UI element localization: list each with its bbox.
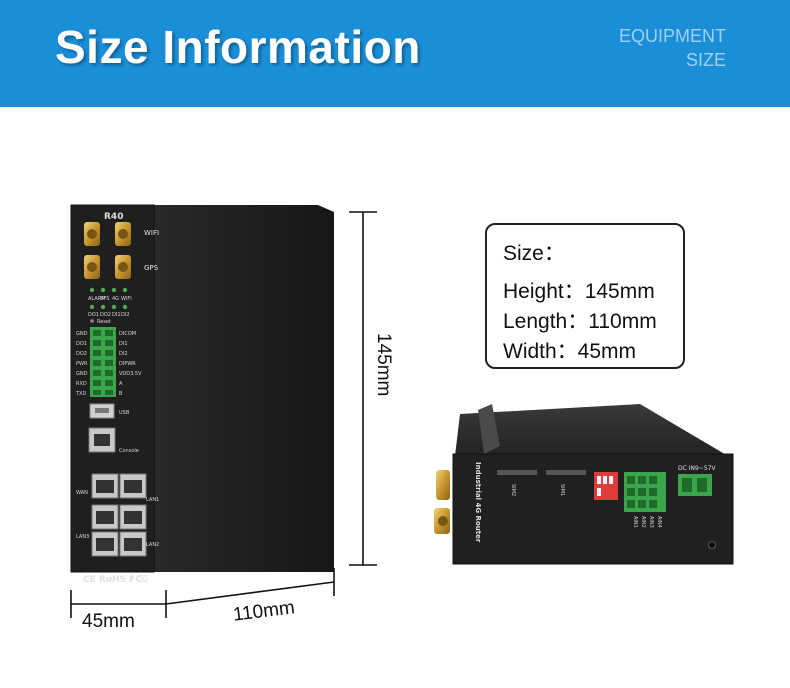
sim2-label: SIM2	[510, 484, 516, 496]
reset-label: Reset	[97, 319, 111, 325]
terminal-left-label-5: GND	[76, 371, 88, 377]
terminal-left-label-6: RXD	[76, 381, 87, 387]
certification-marks: CE RoHS FC	[83, 575, 142, 585]
sim1-slot	[546, 470, 586, 475]
subtitle-line-1: EQUIPMENT	[618, 26, 726, 46]
spec-length: Length：110mm	[503, 310, 657, 333]
led-label-do1: DO1	[88, 312, 99, 318]
model-label: R40	[104, 212, 123, 222]
terminal-right-label-6: A	[119, 381, 123, 387]
terminal-left-label-2: DO1	[76, 341, 87, 347]
terminal-right-label-3: DI2	[119, 351, 128, 357]
usb-label: USB	[119, 410, 130, 416]
terminal-right-label-1: DICOM	[119, 331, 136, 337]
ain3-label: AIN3	[648, 516, 654, 528]
antenna-connector-1-center	[87, 229, 97, 239]
led-label-alarm: ALARM	[88, 296, 106, 302]
size-spec-box: Size： Height：145mm Length：110mm Width：45…	[485, 223, 685, 369]
led-label-4g: 4G	[112, 296, 119, 302]
ain2-label: AIN2	[640, 516, 646, 528]
header-subtitle: EQUIPMENT SIZE	[619, 24, 726, 72]
led-label-wifi: WIFI	[121, 296, 132, 302]
dc-input-label: DC IN9~57V	[678, 465, 716, 472]
reset-hole	[708, 541, 716, 549]
spec-width: Width：45mm	[503, 340, 637, 363]
antenna-connectors	[84, 222, 131, 279]
weee-icon: ⌧	[137, 575, 147, 585]
wan-label: WAN	[76, 490, 88, 496]
terminal-left-label-7: TXD	[75, 391, 86, 397]
reset-button	[90, 319, 94, 323]
header-banner: Size Information EQUIPMENT SIZE	[0, 0, 790, 107]
terminal-right-label-5: VDD3.5V	[119, 371, 142, 377]
subtitle-line-2: SIZE	[685, 50, 726, 70]
terminal-left-label-4: PWR	[76, 361, 88, 367]
led-label-di2: DI2	[121, 312, 130, 318]
console-label: Console	[119, 448, 139, 454]
spec-height: Height：145mm	[503, 280, 655, 303]
spec-heading: Size：	[503, 242, 565, 265]
ain1-label: AIN1	[632, 516, 638, 528]
lan2-label: LAN2	[146, 542, 159, 548]
terminal-right-label-2: DI1	[119, 341, 128, 347]
wifi-label: WIFI	[144, 229, 159, 237]
dimension-lines	[70, 211, 377, 618]
height-dimension-label: 145mm	[373, 333, 394, 397]
antenna-connector-4-center	[118, 262, 128, 272]
sim2-slot	[497, 470, 537, 475]
page-title: Size Information	[55, 21, 421, 73]
device-side-panel	[140, 205, 334, 572]
front-device: R40 WIFI GPS ALARM SYS 4G WIFI	[70, 204, 334, 585]
lan3-label: LAN3	[76, 534, 89, 540]
led-label-do2: DO2	[100, 312, 111, 318]
antenna-connector-2-center	[118, 229, 128, 239]
sim1-label: SIM1	[559, 484, 565, 496]
terminal-screws	[93, 330, 113, 395]
status-leds	[89, 287, 128, 310]
led-label-sys: SYS	[100, 296, 109, 302]
lan1-label: LAN1	[146, 497, 159, 503]
terminal-right-label-7: B	[119, 391, 123, 397]
side-device-name: Industrial 4G Router	[474, 462, 482, 543]
side-device: Industrial 4G Router SIM2 SIM1 AIN1 AIN2…	[434, 404, 734, 565]
gps-label: GPS	[144, 264, 159, 272]
terminal-left-label-1: GND	[76, 331, 88, 337]
side-antenna-1	[436, 470, 450, 500]
antenna-connector-3-center	[87, 262, 97, 272]
ethernet-ports	[91, 473, 147, 557]
length-dimension-line	[165, 581, 335, 605]
ain4-label: AIN4	[656, 516, 662, 528]
led-label-di1: DI1	[112, 312, 121, 318]
terminal-left-label-3: DO2	[76, 351, 87, 357]
width-dimension-label: 45mm	[82, 611, 135, 632]
terminal-right-label-4: DIPWR	[119, 361, 136, 367]
side-device-top	[455, 404, 728, 456]
